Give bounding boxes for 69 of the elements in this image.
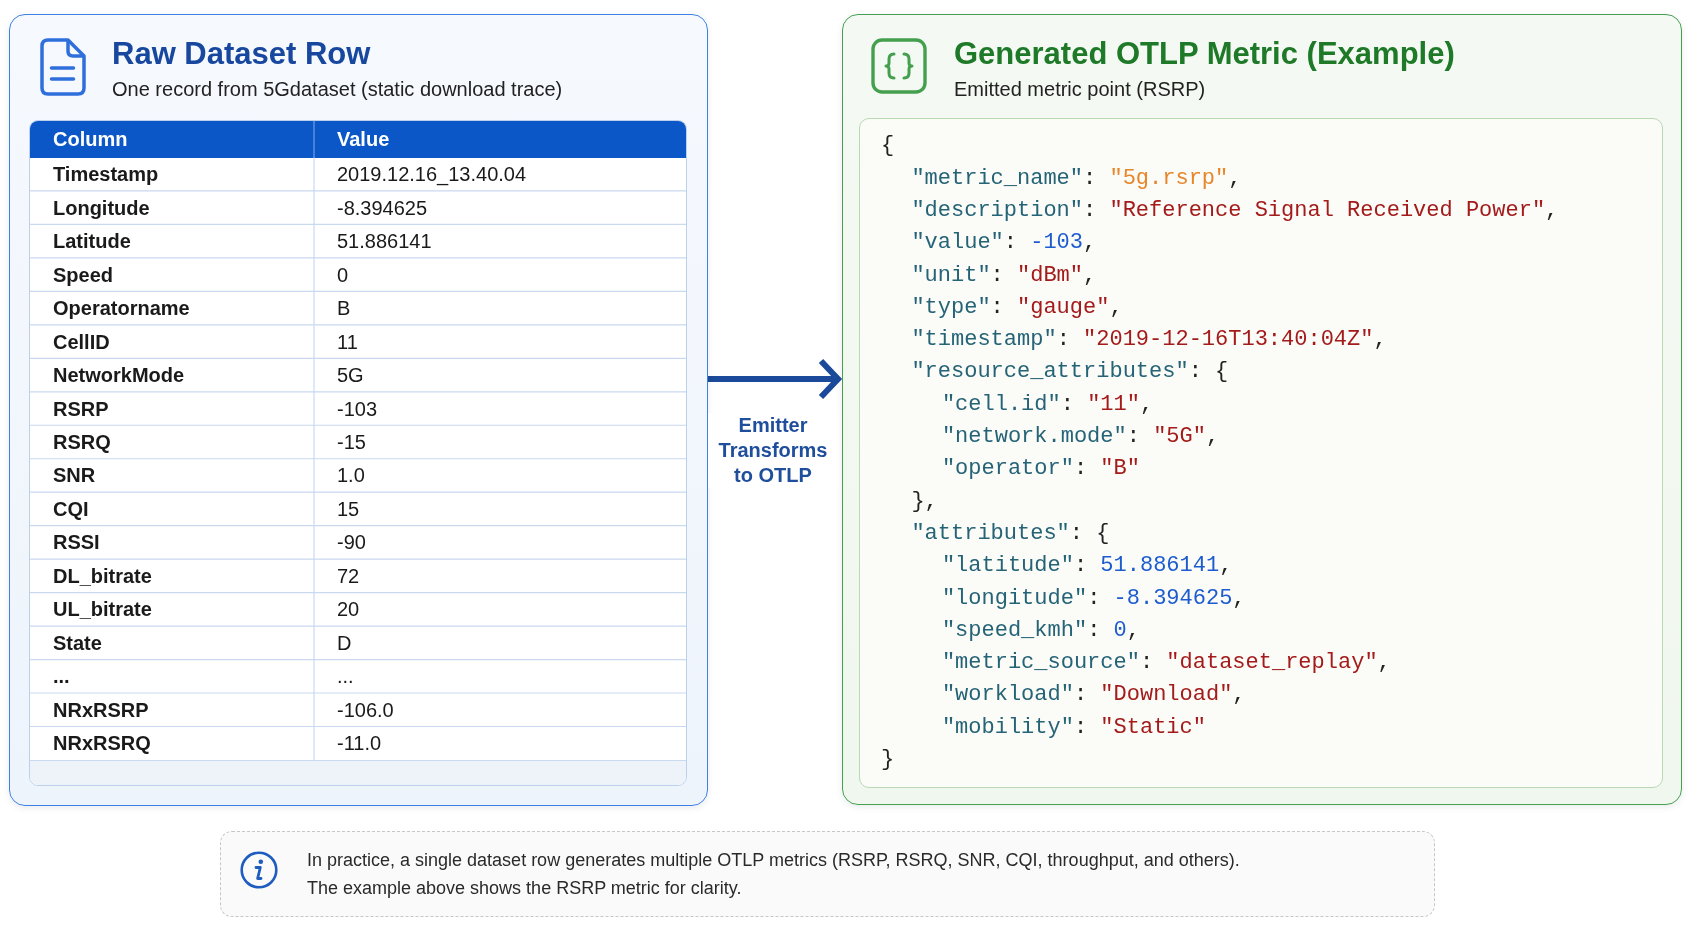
field-value: ... [337, 664, 354, 689]
field-name: Longitude [53, 195, 150, 220]
code-line: "operator": "B" [941, 456, 1140, 483]
code-line: "network.mode": "5G", [941, 424, 1220, 451]
code-line: "longitude": -8.394625, [941, 585, 1246, 612]
field-name: Speed [53, 262, 114, 287]
panel-subtitle: Emitted metric point (RSRP) [954, 77, 1206, 101]
code-block [859, 118, 1664, 789]
field-name: RSRP [53, 396, 109, 421]
info-note [220, 831, 1435, 917]
field-value: -8.394625 [337, 195, 428, 220]
field-value: 2019.12.16_13.40.04 [337, 162, 527, 187]
code-line: "mobility": "Static" [941, 714, 1206, 741]
field-value: 1.0 [337, 463, 365, 488]
code-line: "latitude": 51.886141, [941, 553, 1233, 580]
field-name: NRxRSRP [53, 697, 149, 722]
field-value: 5G [337, 363, 364, 388]
field-name: RSSI [53, 530, 100, 555]
note-text: In practice, a single dataset row generates multiple OTLP metrics (RSRP, RSRQ, SNR, CQI, throughput, and others). [307, 849, 1240, 872]
field-name: NetworkMode [53, 363, 185, 388]
field-value: D [337, 630, 352, 655]
field-value: 15 [337, 496, 360, 521]
code-line: }, [911, 488, 938, 515]
column-header: Column [53, 127, 128, 152]
field-value: -106.0 [337, 697, 394, 722]
code-line: } [880, 747, 895, 774]
field-value: -90 [337, 530, 366, 555]
note-text: The example above shows the RSRP metric for clarity. [307, 877, 742, 900]
field-value: 0 [337, 262, 349, 287]
panel-title: Raw Dataset Row [112, 36, 371, 72]
code-line: { [880, 133, 895, 160]
field-name: RSRQ [53, 430, 111, 454]
field-name: CQI [53, 496, 89, 521]
code-line: "attributes": { [911, 521, 1110, 547]
code-line: "workload": "Download", [941, 682, 1246, 709]
code-line: "description": "Reference Signal Received Power", [911, 198, 1559, 224]
code-line: "unit": "dBm", [911, 262, 1097, 289]
field-value: 20 [337, 597, 360, 622]
dataset-panel [9, 14, 708, 806]
panel-subtitle: One record from 5Gdataset (static download trace) [112, 77, 563, 101]
field-name: DL_bitrate [53, 563, 152, 588]
field-name: CellID [53, 329, 110, 354]
field-name: Latitude [53, 229, 131, 254]
code-line: "resource_attributes": { [911, 359, 1229, 386]
field-name: State [53, 630, 102, 655]
panel-title: Generated OTLP Metric (Example) [954, 36, 1455, 72]
field-value: -11.0 [337, 731, 382, 756]
code-line: "type": "gauge", [911, 294, 1123, 321]
field-name: NRxRSRQ [53, 731, 151, 756]
arrow [708, 358, 841, 400]
field-value: -15 [337, 430, 366, 454]
field-value: 72 [337, 563, 360, 588]
code-line: "metric_name": "5g.rsrp", [911, 165, 1242, 192]
code-line: "speed_kmh": 0, [941, 617, 1140, 644]
field-name: ... [53, 664, 70, 689]
field-value: 51.886141 [337, 229, 432, 254]
field-name: Operatorname [53, 296, 190, 321]
field-name: Timestamp [53, 162, 159, 187]
field-value: -103 [337, 396, 378, 421]
metric-panel [842, 14, 1682, 805]
field-name: SNR [53, 463, 96, 488]
code-line: "timestamp": "2019-12-16T13:40:04Z", [911, 327, 1387, 354]
column-header: Value [337, 127, 390, 152]
code-line: "metric_source": "dataset_replay", [941, 650, 1391, 677]
field-value: 11 [337, 329, 358, 354]
field-value: B [337, 296, 351, 321]
code-line: "value": -103, [911, 230, 1097, 257]
code-line: "cell.id": "11", [941, 391, 1154, 418]
field-name: UL_bitrate [53, 597, 152, 622]
